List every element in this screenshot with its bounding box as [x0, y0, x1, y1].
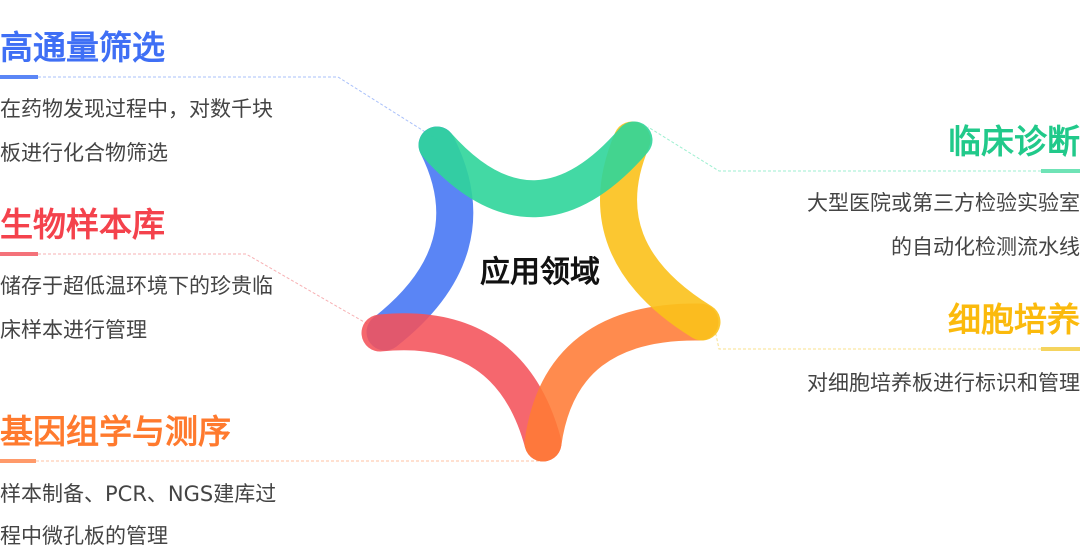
desc-biobank-line1: 储存于超低温环境下的珍贵临 [0, 274, 273, 298]
desc-genomics-sequencing-line1: 样本制备、PCR、NGS建库过 [0, 482, 277, 506]
connector-biobank [0, 252, 379, 331]
desc-high-throughput-screening-line1: 在药物发现过程中，对数千块 [0, 97, 273, 121]
desc-high-throughput-screening-line2: 板进行化合物筛选 [0, 141, 168, 165]
connector-cellculture [713, 324, 1080, 351]
connector-hts [0, 75, 439, 141]
desc-clinical-diagnosis-line2: 的自动化检测流水线 [891, 235, 1080, 259]
arc-orange [524, 303, 719, 462]
connector-clinical [647, 126, 1080, 173]
title-cell-culture: 细胞培养 [948, 300, 1080, 339]
desc-biobank-line2: 床样本进行管理 [0, 318, 147, 342]
desc-cell-culture-line1: 对细胞培养板进行标识和管理 [807, 371, 1080, 395]
title-biobank: 生物样本库 [0, 205, 165, 244]
title-high-throughput-screening: 高通量筛选 [0, 28, 165, 67]
arc-green [418, 121, 653, 218]
title-genomics-sequencing: 基因组学与测序 [0, 412, 231, 451]
title-clinical-diagnosis: 临床诊断 [948, 122, 1080, 161]
desc-genomics-sequencing-line2: 程中微孔板的管理 [0, 524, 168, 548]
arc-red [361, 313, 562, 462]
center-label: 应用领域 [480, 255, 600, 290]
desc-clinical-diagnosis-line1: 大型医院或第三方检验实验室 [807, 191, 1080, 215]
